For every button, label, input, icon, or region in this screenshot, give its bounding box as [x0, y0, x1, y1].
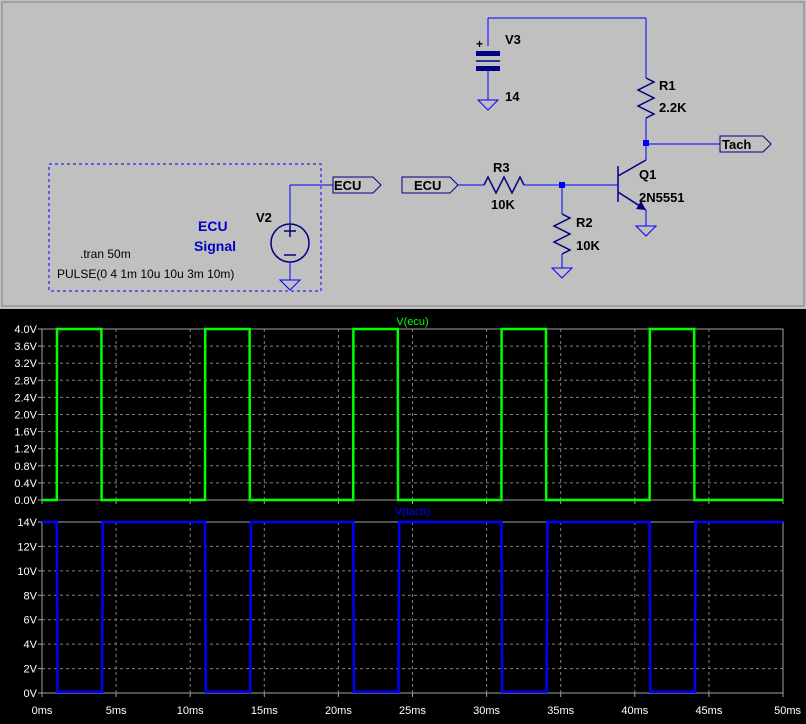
ecu-output-net-flag[interactable]: ECU — [332, 176, 382, 194]
x-axis: 0ms 5ms 10ms 15ms 20ms 25ms 30ms 35ms 40ms 45ms 50… — [32, 705, 802, 717]
q1-model: 2N5551 — [639, 190, 685, 205]
ecu-y-tick-label: 0.0V — [14, 495, 37, 507]
x-tick-label: 50ms — [774, 705, 801, 717]
signal-label-line1: ECU — [198, 218, 228, 234]
v3-value: 14 — [505, 89, 520, 104]
tach-y-tick-label: 0V — [24, 688, 38, 700]
v2-name: V2 — [256, 210, 272, 225]
ecu-y-tick-label: 2.8V — [14, 375, 37, 387]
tach-y-tick-label: 8V — [24, 590, 38, 602]
tran-directive[interactable]: .tran 50m — [80, 247, 131, 261]
x-tick-label: 30ms — [473, 705, 500, 717]
ecu-y-tick-label: 1.2V — [14, 444, 37, 456]
x-tick-label: 0ms — [32, 705, 53, 717]
tach-y-tick-label: 6V — [24, 615, 38, 627]
q1-name: Q1 — [639, 167, 656, 182]
ecu-y-tick-label: 1.6V — [14, 427, 37, 439]
tach-net-flag[interactable]: Tach — [719, 135, 772, 153]
r2-value: 10K — [576, 238, 600, 253]
waveform-viewer — [0, 309, 806, 724]
x-tick-label: 45ms — [695, 705, 722, 717]
ecu-y-tick-label: 3.6V — [14, 341, 37, 353]
x-tick-label: 40ms — [621, 705, 648, 717]
signal-source-box — [48, 163, 322, 292]
ecu-y-tick-label: 3.2V — [14, 358, 37, 370]
tach-plot-pane[interactable]: 0V 2V 4V 6V 8V 10V 12V 14V V(tach) — [17, 506, 784, 700]
ecu-y-tick-label: 2.4V — [14, 392, 37, 404]
tach-net-label: Tach — [722, 137, 751, 152]
ecu-y-tick-label: 0.4V — [14, 478, 37, 490]
r2-name: R2 — [576, 215, 593, 230]
pulse-directive[interactable]: PULSE(0 4 1m 10u 10u 3m 10m) — [57, 267, 234, 281]
tach-y-tick-label: 2V — [24, 664, 38, 676]
r3-value: 10K — [491, 197, 515, 212]
ecu-input-net-flag[interactable]: ECU — [401, 176, 459, 194]
r1-name: R1 — [659, 78, 676, 93]
tach-y-tick-label: 14V — [17, 517, 37, 529]
tach-y-tick-label: 12V — [17, 541, 37, 553]
r3-name: R3 — [493, 160, 510, 175]
r1-resistor-symbol[interactable] — [636, 18, 720, 160]
x-tick-label: 5ms — [106, 705, 127, 717]
ecu-y-tick-label: 0.8V — [14, 461, 37, 473]
svg-text:+: + — [476, 37, 483, 51]
ecu-y-tick-label: 2.0V — [14, 410, 37, 422]
x-tick-label: 25ms — [399, 705, 426, 717]
tach-trace[interactable] — [42, 520, 783, 694]
v3-battery-symbol[interactable]: + — [476, 17, 646, 111]
ecu-y-tick-label: 4.0V — [14, 324, 37, 336]
tach-y-tick-label: 4V — [24, 639, 38, 651]
schematic-panel[interactable] — [1, 1, 805, 307]
tach-plot-title[interactable]: V(tach) — [395, 506, 430, 518]
ecu-trace[interactable] — [42, 327, 783, 502]
v3-name: V3 — [505, 32, 521, 47]
v2-source-symbol[interactable] — [270, 184, 333, 291]
x-tick-label: 15ms — [251, 705, 278, 717]
ecu-plot-title[interactable]: V(ecu) — [396, 316, 428, 328]
x-tick-label: 20ms — [325, 705, 352, 717]
ecu-input-net-label: ECU — [414, 178, 441, 193]
ecu-output-net-label: ECU — [334, 178, 361, 193]
tach-y-tick-label: 10V — [17, 566, 37, 578]
signal-label-line2: Signal — [194, 238, 236, 254]
ecu-plot-pane[interactable]: 0.0V 0.4V 0.8V 1.2V 1.6V 2.0V 2.4V 2.8V 3.2V 3.6V… — [14, 316, 784, 507]
x-tick-label: 10ms — [177, 705, 204, 717]
r2-resistor-symbol[interactable] — [550, 185, 574, 279]
q1-transistor-symbol[interactable] — [617, 159, 658, 237]
r1-value: 2.2K — [659, 100, 687, 115]
x-tick-label: 35ms — [547, 705, 574, 717]
